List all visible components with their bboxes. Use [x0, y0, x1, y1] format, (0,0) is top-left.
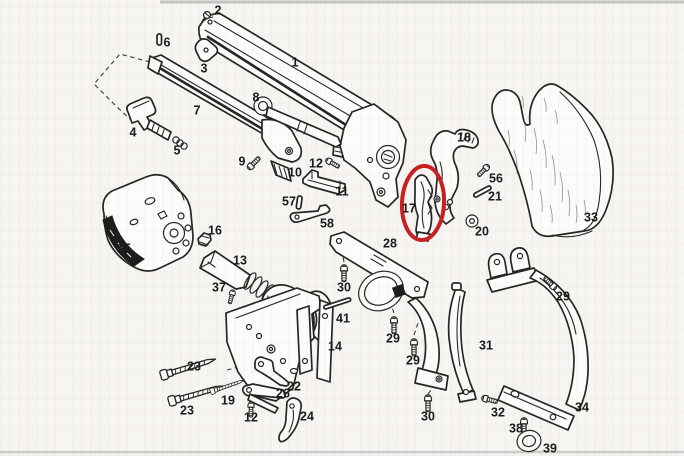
part-label-29: 29	[556, 289, 570, 303]
part-label-5: 5	[174, 143, 181, 157]
highlight-ellipse	[399, 164, 447, 242]
part-label-33: 33	[584, 210, 598, 224]
bolt-drawing	[254, 356, 290, 387]
rammer-pin-screw-drawing	[226, 288, 237, 305]
part-label-30: 30	[421, 409, 435, 423]
nipple-drawing	[197, 232, 212, 247]
wedge-spring-drawing	[289, 204, 331, 224]
plunger-link-drawing	[270, 160, 292, 182]
latch-pin-drawing	[156, 33, 163, 46]
part-label-9: 9	[239, 154, 246, 168]
part-label-39: 39	[543, 441, 557, 455]
part-label-24: 24	[300, 409, 314, 423]
part-label-17: 17	[402, 201, 416, 215]
part-label-26: 26	[276, 386, 290, 400]
cylinder-drawing	[102, 173, 194, 272]
part-labels-layer: 1234567891011121213141516171819202122232…	[117, 3, 598, 455]
part-label-20: 20	[475, 224, 489, 238]
part-label-12: 12	[309, 156, 323, 170]
part-label-30: 30	[337, 280, 351, 294]
hammer-roller-pin-drawing	[472, 185, 492, 198]
hand-and-spring-drawing	[413, 174, 434, 242]
grip-drawing	[491, 83, 614, 238]
part-label-58: 58	[320, 216, 334, 230]
part-label-14: 14	[328, 339, 342, 353]
part-label-41: 41	[336, 311, 350, 325]
part-label-28: 28	[383, 236, 397, 250]
trigger-drawing	[278, 397, 303, 443]
barrel-lug-drawing	[332, 103, 407, 208]
part-label-16: 16	[208, 223, 222, 237]
part-label-11: 11	[335, 184, 348, 198]
trigger-guard-drawing	[329, 231, 449, 391]
part-label-23: 23	[187, 359, 201, 373]
part-label-12: 12	[244, 410, 258, 424]
part-label-37: 37	[212, 280, 226, 294]
loading-lever-drawing	[147, 54, 303, 163]
part-label-34: 34	[575, 400, 589, 414]
plunger-drawing	[253, 96, 342, 148]
strap-side-screw-drawing	[480, 394, 499, 406]
sear-pin-drawing	[295, 195, 303, 210]
washer-ring-drawing	[516, 429, 542, 453]
part-label-18: 18	[457, 130, 471, 144]
part-label-1: 1	[292, 55, 299, 69]
part-label-10: 10	[288, 165, 302, 179]
part-label-7: 7	[194, 103, 201, 117]
part-label-31: 31	[479, 338, 493, 352]
part-label-57: 57	[282, 194, 296, 208]
part-label-38: 38	[509, 421, 523, 435]
part-label-4: 4	[130, 125, 137, 139]
front-sight-screw-drawing	[203, 11, 212, 20]
frame-drawing	[225, 287, 334, 402]
trigger-pin-drawing	[322, 297, 352, 310]
wedge-screw-drawing	[323, 156, 342, 171]
guard-screw-drawing	[166, 380, 226, 408]
backstrap-drawing	[486, 247, 589, 431]
part-label-29: 29	[386, 331, 400, 345]
part-label-3: 3	[201, 61, 208, 75]
trigger-bolt-spring-drawing	[241, 383, 287, 414]
part-label-15: 15	[117, 241, 131, 255]
part-label-56: 56	[489, 171, 503, 185]
part-label-2: 2	[215, 3, 222, 17]
latch-drawing	[126, 96, 172, 141]
part-label-6: 6	[164, 35, 171, 49]
guard-front-screw-drawing	[339, 264, 349, 283]
latch-catch-drawing	[194, 38, 219, 63]
part-label-19: 19	[221, 393, 235, 407]
latch-spring-drawing	[172, 136, 188, 150]
part-label-32: 32	[491, 405, 505, 419]
wedge-drawing	[302, 169, 346, 195]
part-label-21: 21	[488, 189, 502, 203]
part-label-22: 22	[287, 379, 301, 393]
part-label-23: 23	[180, 403, 194, 417]
part-label-8: 8	[253, 90, 260, 104]
part-label-29: 29	[406, 353, 420, 367]
part-label-13: 13	[233, 253, 247, 267]
hammer-roller-drawing	[465, 214, 479, 228]
mainspring-drawing	[447, 282, 477, 403]
lever-screw-drawing	[245, 154, 263, 172]
